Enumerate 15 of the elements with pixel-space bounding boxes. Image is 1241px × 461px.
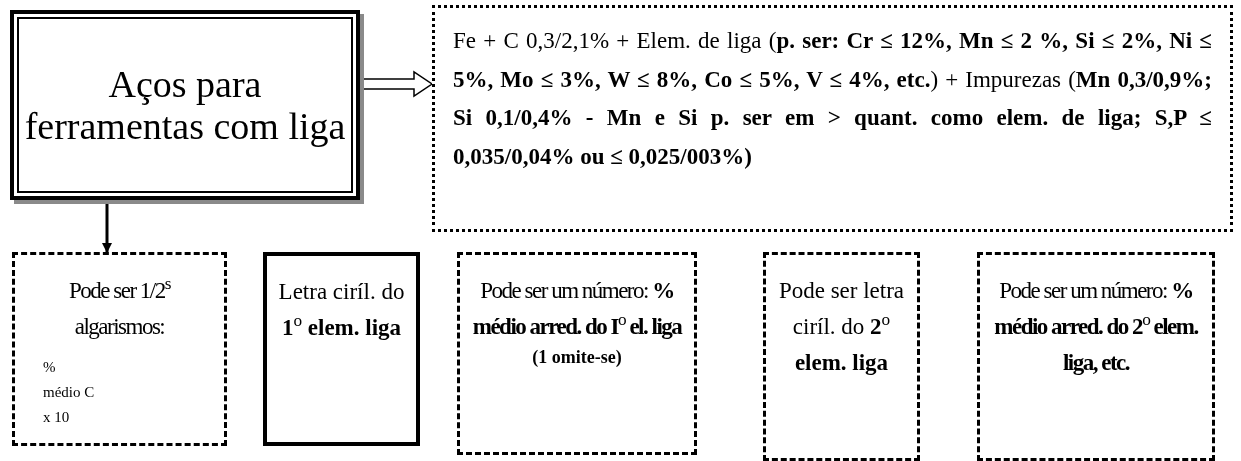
letter-box <box>763 252 920 461</box>
number-box <box>977 252 1215 461</box>
node-text: Pode ser um número: % médio arred. do 2$^{o}$ elem. liga, etc. <box>993 277 1199 377</box>
node-text: Pode ser letra ciríl. do 2$^{o}$ elem. liga <box>777 277 906 377</box>
node-text: Pode ser um número: % médio arred. do I$^{o}$ el. liga <box>471 277 683 341</box>
composition-box <box>432 5 1233 232</box>
node-text: (1 omite-se) <box>531 346 623 369</box>
letter-box <box>263 252 420 446</box>
digits-box <box>12 252 227 446</box>
node-text: Fe + C 0,3/2,1% + Elem. de liga (p. ser: Cr ≤ 12%, Mn ≤ 2 %, Si ≤ 2%, Ni ≤ 5%, Mo ≤ 3%, W ≤ 8%, Co ≤ 5%, V ≤ 4%, etc.) + Impurezas (Mn 0,3/0,9%; Si 0,1/0,4% - Mn e Si p. ser em > quant. como elem. de liga; S,P ≤ 0,035/0,04% ou ≤ 0,025/003%) <box>453 27 1212 171</box>
number-box <box>457 252 697 455</box>
node-text: Aços para ferramentas com liga <box>23 63 347 147</box>
node-text: Letra ciríl. do 1$^{o}$ elem. liga <box>277 278 406 342</box>
node-text: % médio C x 10 <box>42 358 96 427</box>
node-text: Pode ser 1/2$^{s}$ algarismos: <box>68 273 172 341</box>
